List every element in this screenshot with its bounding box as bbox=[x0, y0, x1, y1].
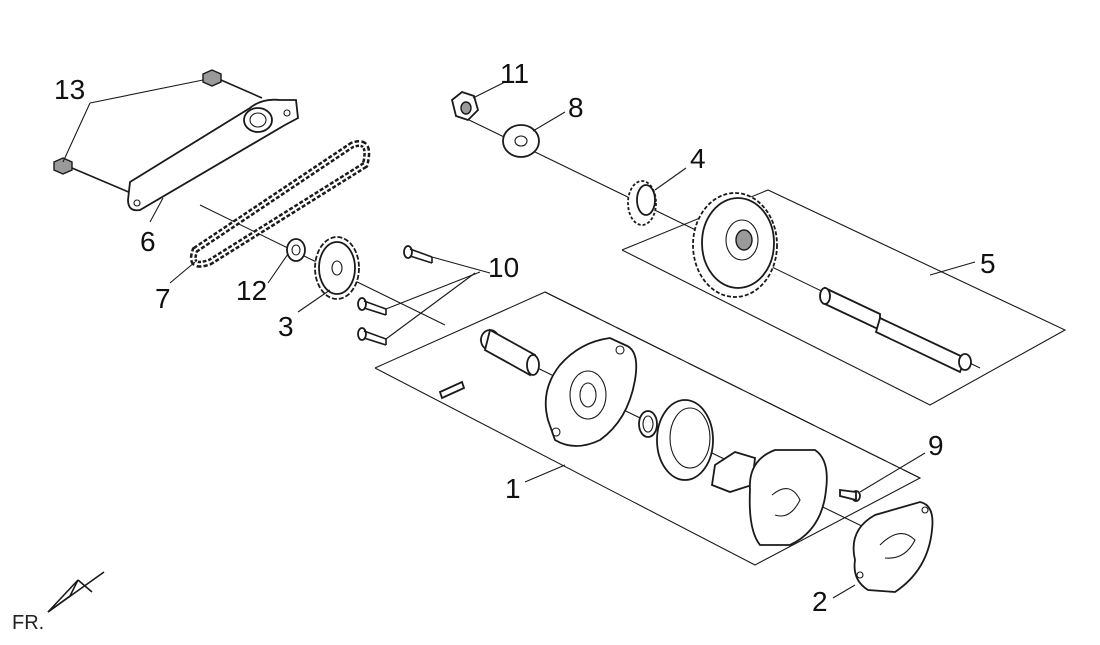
washer-12 bbox=[286, 238, 306, 262]
callout-2: 2 bbox=[812, 586, 828, 617]
callout-12: 12 bbox=[236, 275, 268, 306]
pump-cover-1 bbox=[748, 449, 828, 546]
chain-guide-plate-6 bbox=[127, 98, 299, 212]
callout-13: 13 bbox=[54, 74, 86, 105]
screws-10 bbox=[357, 245, 433, 346]
driven-gear-5 bbox=[692, 192, 778, 298]
callout-1: 1 bbox=[505, 473, 521, 504]
screw-10-b bbox=[357, 297, 387, 316]
pump-assembly-frame bbox=[374, 291, 922, 566]
callout-4: 4 bbox=[690, 143, 706, 174]
front-direction-label: FR. bbox=[12, 612, 45, 634]
bolt-13-lower bbox=[53, 157, 139, 197]
screw-10-c bbox=[357, 327, 387, 346]
drive-chain-7 bbox=[189, 140, 371, 268]
shaft-5 bbox=[819, 286, 972, 374]
callout-3: 3 bbox=[278, 311, 294, 342]
nut-11 bbox=[450, 90, 480, 122]
screw-9 bbox=[839, 488, 861, 502]
o-ring-1 bbox=[638, 410, 658, 438]
callout-7: 7 bbox=[155, 283, 171, 314]
bolt-13-upper bbox=[202, 69, 263, 99]
outer-rotor-1 bbox=[656, 399, 714, 481]
washer-8 bbox=[502, 124, 540, 158]
dowel-pin-1 bbox=[438, 380, 466, 400]
callout-10: 10 bbox=[488, 252, 520, 283]
callout-6: 6 bbox=[140, 226, 156, 257]
cover-plate-2 bbox=[852, 501, 934, 593]
inner-rotor-1 bbox=[711, 451, 756, 493]
callout-5: 5 bbox=[980, 248, 996, 279]
front-direction-arrow-icon bbox=[47, 571, 105, 613]
leader-lines bbox=[62, 79, 976, 599]
collar-4 bbox=[627, 180, 657, 226]
callout-8: 8 bbox=[568, 92, 584, 123]
pump-shaft-1 bbox=[480, 328, 540, 377]
callout-11: 11 bbox=[500, 58, 530, 89]
sprocket-3 bbox=[314, 236, 360, 300]
screw-10-a bbox=[403, 245, 433, 264]
axis-lines bbox=[199, 117, 981, 531]
callout-9: 9 bbox=[928, 430, 944, 461]
pump-body-1 bbox=[544, 337, 638, 447]
